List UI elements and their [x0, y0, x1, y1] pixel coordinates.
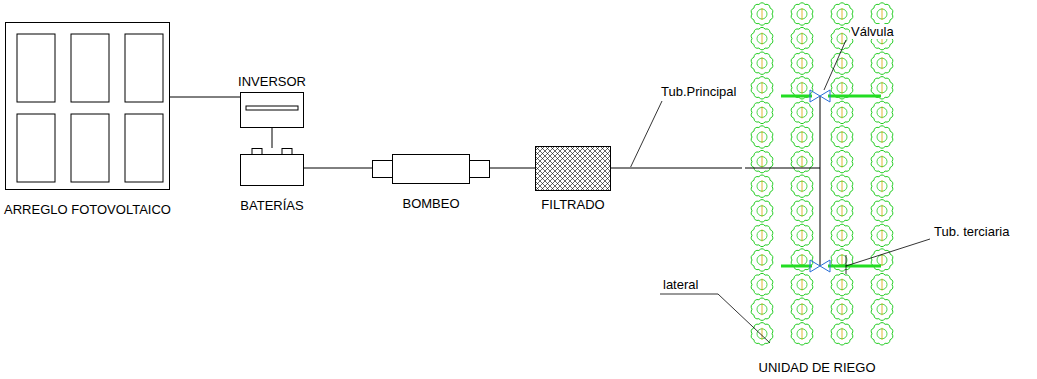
lateral-label: lateral: [662, 277, 699, 292]
tree-symbol: [751, 126, 773, 149]
tree-symbol: [871, 3, 893, 26]
tree-symbol: [751, 200, 773, 223]
node-label: FILTRADO: [541, 197, 604, 212]
node-label: ARREGLO FOTOVOLTAICO: [4, 202, 171, 217]
pipe-connector: [490, 168, 535, 169]
pipe-label: Tub.Principal: [660, 84, 737, 99]
tree-symbol: [751, 298, 773, 321]
battery-box: BATERÍAS: [240, 148, 304, 186]
tree-symbol: [791, 323, 813, 346]
tree-symbol: [831, 200, 853, 223]
tree-symbol: [831, 249, 853, 272]
pipe-connector: [304, 168, 372, 169]
tree-symbol: [871, 175, 893, 198]
node-label: BOMBEO: [402, 196, 459, 211]
pv-array-outline: [5, 22, 170, 190]
pipe-connector: [611, 168, 742, 169]
tree-symbol: [791, 150, 813, 173]
tree-symbol: [751, 52, 773, 74]
node-label: BATERÍAS: [240, 198, 303, 213]
tree-symbol: [751, 77, 773, 100]
tree-symbol: [871, 200, 893, 223]
tree-symbol: [831, 3, 853, 26]
tree-symbol: [831, 101, 853, 124]
inverter-box: INVERSOR: [240, 92, 304, 128]
tree-symbol: [871, 323, 893, 346]
tree-symbol: [751, 150, 773, 173]
tree-symbol: [791, 27, 813, 49]
tree-symbol: [871, 298, 893, 321]
tree-symbol: [751, 323, 773, 346]
tree-symbol: [871, 224, 893, 247]
tree-symbol: [751, 27, 773, 49]
tree-symbol: [791, 101, 813, 124]
pipe-label: Tub. terciaria: [933, 224, 1010, 239]
tree-symbol: [791, 200, 813, 223]
node-label: UNIDAD DE RIEGO: [758, 360, 875, 375]
tree-symbol: [831, 273, 853, 296]
tree-grid: [751, 3, 893, 345]
pump-symbol-outline: [372, 154, 490, 184]
tree-symbol: [751, 175, 773, 198]
tree-symbol: [791, 52, 813, 74]
filter-symbol: FILTRADO: [535, 146, 611, 191]
pv-array: ARREGLO FOTOVOLTAICO: [5, 22, 170, 190]
tree-symbol: [751, 249, 773, 272]
tree-symbol: [791, 224, 813, 247]
tree-symbol: [751, 273, 773, 296]
tree-symbol: [831, 126, 853, 149]
tree-symbol: [871, 150, 893, 173]
tree-symbol: [791, 298, 813, 321]
tree-symbol: [831, 150, 853, 173]
tree-symbol: [831, 298, 853, 321]
tree-symbol: [871, 52, 893, 74]
tree-symbol: [831, 175, 853, 198]
pipe-connector: [170, 97, 240, 98]
irrigation-unit: UNIDAD DE RIEGO: [742, 0, 892, 355]
tree-symbol: [751, 101, 773, 124]
tree-symbol: [751, 3, 773, 26]
tree-symbol: [791, 273, 813, 296]
pipe-connector: [272, 128, 273, 148]
tree-symbol: [871, 101, 893, 124]
tree-symbol: [831, 323, 853, 346]
leader-lines: [660, 40, 930, 343]
inverter-box-outline: [240, 92, 304, 128]
main-pipe-internal: [745, 96, 820, 266]
tree-symbol: [791, 126, 813, 149]
node-label: INVERSOR: [238, 74, 306, 89]
pump-symbol: BOMBEO: [372, 154, 490, 184]
tree-symbol: [871, 126, 893, 149]
lateral-pipes: [781, 96, 881, 266]
tree-symbol: [791, 175, 813, 198]
valve-symbols: [810, 90, 830, 272]
filter-symbol-outline: [535, 146, 611, 191]
tree-symbol: [751, 224, 773, 247]
leader-line: [631, 101, 662, 167]
tree-symbol: [791, 3, 813, 26]
tree-symbol: [831, 224, 853, 247]
battery-box-outline: [240, 148, 304, 186]
valve-label: Válvula: [850, 24, 895, 39]
tree-symbol: [831, 52, 853, 74]
tree-symbol: [871, 273, 893, 296]
